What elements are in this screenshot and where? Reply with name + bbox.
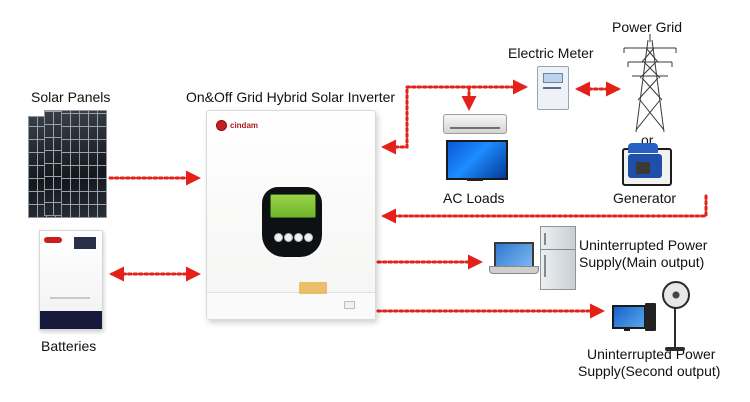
battery-cabinet — [39, 230, 103, 330]
ce-mark-icon — [344, 301, 355, 309]
generator-tank — [628, 143, 658, 153]
electric-meter-icon — [537, 66, 569, 110]
inverter-brand: cindam — [216, 120, 258, 131]
air-conditioner-icon — [443, 114, 507, 134]
pc-tower-icon — [645, 303, 656, 331]
arrow-meter-inverter — [381, 79, 528, 155]
laptop-base — [489, 266, 539, 274]
control-button-icon — [284, 233, 293, 242]
inverter-lcd-screen — [270, 194, 316, 218]
meter-display — [543, 73, 563, 83]
solar-panels-label: Solar Panels — [31, 89, 111, 105]
arrow-generator-to-inverter — [381, 194, 708, 224]
ups-second-label-line2: Supply(Second output) — [578, 363, 721, 379]
battery-decoration — [50, 281, 90, 299]
electric-meter-label: Electric Meter — [508, 45, 594, 61]
ac-loads-label: AC Loads — [443, 190, 505, 206]
fan-pole — [674, 307, 676, 349]
laptop-icon — [494, 242, 534, 268]
fridge-handle — [544, 233, 546, 245]
generator-label: Generator — [613, 190, 677, 206]
control-button-icon — [304, 233, 313, 242]
fridge-door-split — [541, 249, 575, 250]
inverter-label: On&Off Grid Hybrid Solar Inverter — [186, 89, 396, 105]
tv-stand — [467, 178, 483, 181]
desktop-monitor-icon — [612, 305, 646, 329]
refrigerator-icon — [540, 226, 576, 290]
meter-stripe — [543, 87, 561, 89]
power-pylon-icon — [623, 34, 677, 133]
battery-brand-icon — [44, 237, 62, 243]
batteries-label: Batteries — [41, 338, 97, 354]
monitor-stand — [624, 327, 630, 331]
fan-base — [665, 347, 685, 351]
brand-logo-icon — [216, 120, 227, 131]
power-grid-label: Power Grid — [612, 19, 683, 35]
inverter-product-logo — [299, 282, 327, 294]
solar-panel-icon — [79, 110, 107, 218]
ups-second-label-line1: Uninterrupted Power — [587, 346, 716, 362]
brand-name: cindam — [230, 121, 259, 130]
electric-fan-icon — [662, 281, 690, 309]
battery-base — [40, 311, 102, 329]
control-button-icon — [294, 233, 303, 242]
television-icon — [446, 140, 508, 180]
fridge-handle — [544, 255, 546, 277]
ac-vent — [450, 127, 500, 129]
ups-main-label-line2: Supply(Main output) — [579, 254, 705, 270]
battery-display — [74, 237, 96, 249]
ups-main-label-line1: Uninterrupted Power — [579, 237, 708, 253]
generator-engine — [636, 162, 650, 174]
control-button-icon — [274, 233, 283, 242]
